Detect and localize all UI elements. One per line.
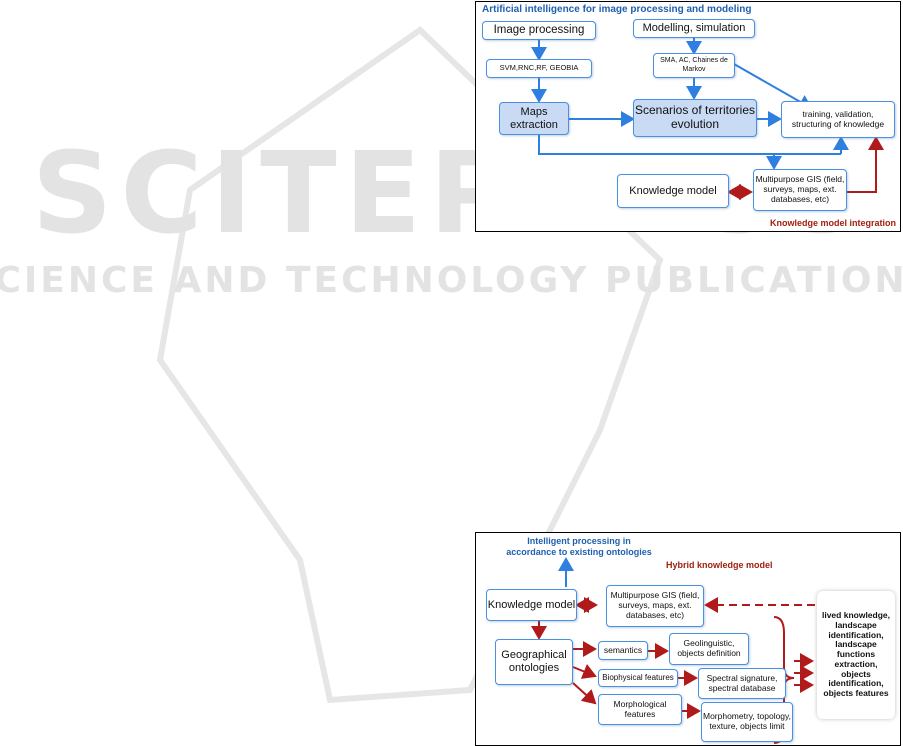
image-processing-box: Image processing [482,21,596,40]
training-box: training, validation, structuring of kno… [781,101,895,138]
modelling-box: Modelling, simulation [633,19,755,38]
svm-box: SVM,RNC,RF, GEOBIA [486,59,592,78]
geolinguistic-box: Geolinguistic, objects definition [669,633,749,665]
arrow-sma-to-training [733,63,813,109]
diagram1-footer: Knowledge model integration [769,218,896,228]
sma-box: SMA, AC, Chaines de Markov [653,53,735,78]
arrow-to-morphological [572,682,597,705]
lived-knowledge-box: lived knowledge, landscape identificatio… [817,591,895,719]
arrow-to-biophysical [572,664,597,679]
diagram1-connectors [531,38,884,200]
line-maps-to-bottom [538,135,841,155]
watermark-subtitle: SCIENCE AND TECHNOLOGY PUBLICATIONS [0,260,903,301]
arrow-gis-to-training [847,136,884,193]
diagram1-header: Artificial intelligence for image proces… [482,4,752,15]
scenarios-box: Scenarios of territories evolution [633,99,757,137]
semantics-box: semantics [598,641,648,660]
maps-extraction-box: Maps extraction [499,102,569,135]
diagram2-header: Intelligent processing in accordance to … [506,536,652,557]
knowledge-model-box: Knowledge model [617,174,729,208]
gis-box-2: Multipurpose GIS (field, surveys, maps, … [606,585,704,627]
spectral-box: Spectral signature, spectral database [698,668,786,699]
diagram-ai-image-processing: Artificial intelligence for image proces… [475,1,901,232]
knowledge-model-box-2: Knowledge model [486,589,577,621]
morphological-box: Morphological features [598,694,682,725]
geographical-ontologies-box: Geographical ontologies [495,639,573,685]
biophysical-box: Biophysical features [598,669,678,687]
diagram-hybrid-knowledge-model: Intelligent processing in accordance to … [475,532,901,746]
gis-box: Multipurpose GIS (field, surveys, maps, … [753,169,847,211]
diagram2-subheader: Hybrid knowledge model [666,560,773,570]
morphometry-box: Morphometry, topology, texture, objects … [701,702,793,742]
